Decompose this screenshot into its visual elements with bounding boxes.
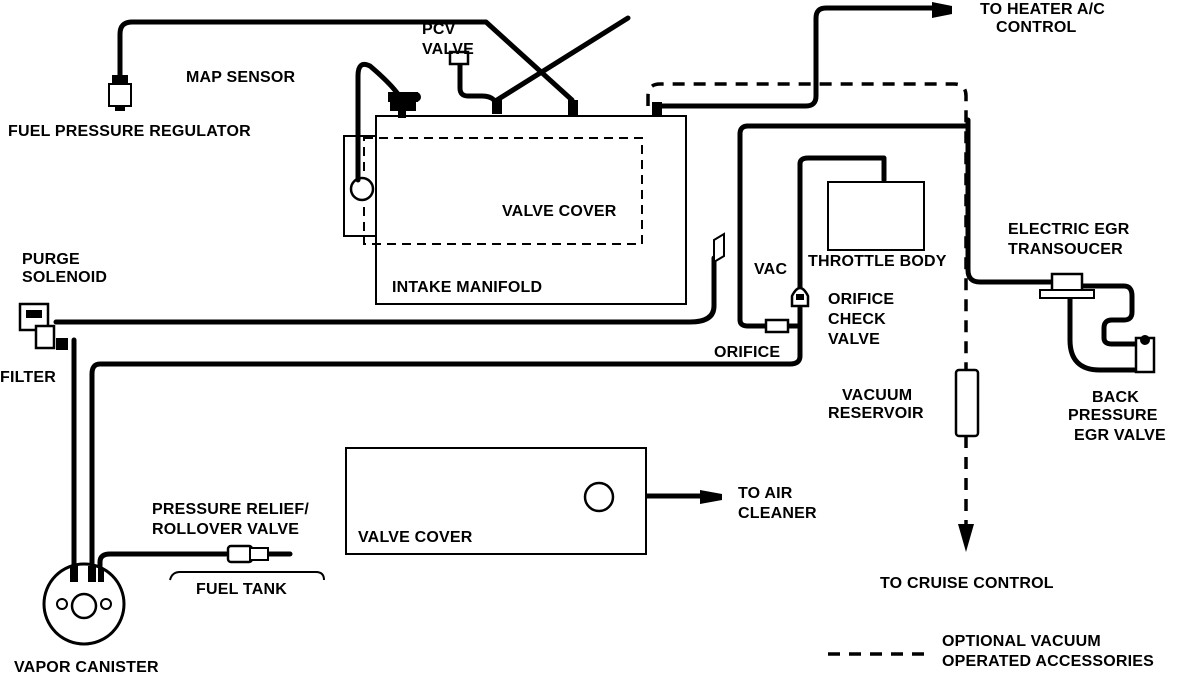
labels: TO HEATER A/C CONTROL PCV VALVE MAP SENS… bbox=[0, 1, 1166, 674]
purge-solenoid bbox=[18, 302, 56, 350]
label-to-heater-2: CONTROL bbox=[996, 19, 1077, 36]
label-to-air-1: TO AIR bbox=[738, 485, 793, 502]
hose-to-egr-transducer bbox=[965, 117, 1053, 285]
hose-canister-to-rollover bbox=[97, 551, 229, 573]
hose-orifice-to-check-valve bbox=[785, 305, 803, 329]
intake-manifold bbox=[375, 115, 687, 305]
label-valve-cover-bottom: VALVE COVER bbox=[358, 529, 473, 546]
optional-vacuum-lines bbox=[646, 82, 968, 526]
label-map-sensor: MAP SENSOR bbox=[186, 69, 296, 86]
hose-to-vapor-canister bbox=[89, 323, 803, 573]
label-pressure-relief-2: ROLLOVER VALVE bbox=[152, 521, 299, 538]
hose-purge-solenoid bbox=[53, 255, 717, 325]
vacuum-reservoir bbox=[954, 368, 980, 438]
cruise-control-arrow bbox=[958, 524, 974, 552]
hose-pcv-to-valve-cover bbox=[494, 15, 631, 103]
label-to-air-2: CLEANER bbox=[738, 505, 817, 522]
hose-transducer-lower bbox=[1067, 287, 1147, 373]
hose-transducer-to-egr bbox=[1079, 283, 1143, 347]
label-fuel-pressure-regulator: FUEL PRESSURE REGULATOR bbox=[8, 123, 251, 140]
hose-pcv-valve bbox=[457, 57, 497, 103]
label-orifice: ORIFICE bbox=[714, 344, 780, 361]
hose-fpr-to-manifold bbox=[117, 19, 575, 103]
label-egr-transducer-1: ELECTRIC EGR bbox=[1008, 221, 1130, 238]
label-filter: FILTER bbox=[0, 369, 56, 386]
label-purge-2: SOLENOID bbox=[22, 269, 107, 286]
label-pressure-relief-1: PRESSURE RELIEF/ bbox=[152, 501, 309, 518]
label-orifice-check-3: VALVE bbox=[828, 331, 880, 348]
label-orifice-check-1: ORIFICE bbox=[828, 291, 894, 308]
map-sensor bbox=[388, 92, 421, 102]
label-throttle-body: THROTTLE BODY bbox=[808, 253, 947, 270]
rollover-valve bbox=[226, 544, 269, 564]
orifice bbox=[764, 318, 790, 334]
label-legend-1: OPTIONAL VACUUM bbox=[942, 633, 1101, 650]
label-back-pressure-3: EGR VALVE bbox=[1074, 427, 1166, 444]
label-vapor-canister: VAPOR CANISTER bbox=[14, 659, 159, 674]
back-pressure-egr-valve bbox=[1134, 335, 1156, 374]
label-intake-manifold: INTAKE MANIFOLD bbox=[392, 279, 542, 296]
fuel-pressure-port bbox=[349, 176, 375, 202]
manifold-ports bbox=[390, 98, 662, 118]
fuel-pressure-regulator bbox=[108, 75, 132, 111]
orifice-check-valve bbox=[790, 286, 810, 308]
hose-to-heater-ac bbox=[655, 5, 943, 109]
label-legend-2: OPERATED ACCESSORIES bbox=[942, 653, 1154, 670]
vacuum-tee bbox=[713, 232, 725, 264]
label-to-cruise-control: TO CRUISE CONTROL bbox=[880, 575, 1054, 592]
label-egr-transducer-2: TRANSOUCER bbox=[1008, 241, 1123, 258]
label-pcv-1: PCV bbox=[422, 21, 456, 38]
hose-manifold-to-egr-feed bbox=[737, 123, 971, 243]
label-vac: VAC bbox=[754, 261, 787, 278]
valve-cover-top-outline bbox=[363, 137, 643, 245]
label-pcv-2: VALVE bbox=[422, 41, 474, 58]
hose-throttle-body-port bbox=[797, 155, 887, 187]
pcv-valve bbox=[448, 50, 470, 66]
label-valve-cover-top: VALVE COVER bbox=[502, 203, 617, 220]
dashed-line-upper bbox=[646, 82, 968, 372]
label-purge-1: PURGE bbox=[22, 251, 80, 268]
hose-orifice-bypass bbox=[737, 177, 769, 329]
label-orifice-check-2: CHECK bbox=[828, 311, 886, 328]
air-cleaner-port bbox=[583, 481, 615, 513]
electric-egr-transducer bbox=[1039, 272, 1095, 299]
label-to-heater-1: TO HEATER A/C bbox=[980, 1, 1105, 18]
air-cleaner-hose-nozzle bbox=[700, 490, 722, 504]
label-vacuum-reservoir-2: RESERVOIR bbox=[828, 405, 924, 422]
heater-hose-nozzle bbox=[932, 2, 952, 18]
label-back-pressure-2: PRESSURE bbox=[1068, 407, 1158, 424]
label-fuel-tank: FUEL TANK bbox=[196, 581, 287, 598]
label-back-pressure-1: BACK bbox=[1092, 389, 1139, 406]
filter bbox=[56, 338, 68, 350]
fuel-tank bbox=[169, 571, 325, 581]
label-vacuum-reservoir-1: VACUUM bbox=[842, 387, 912, 404]
vapor-canister bbox=[42, 562, 126, 646]
throttle-body bbox=[827, 181, 925, 251]
